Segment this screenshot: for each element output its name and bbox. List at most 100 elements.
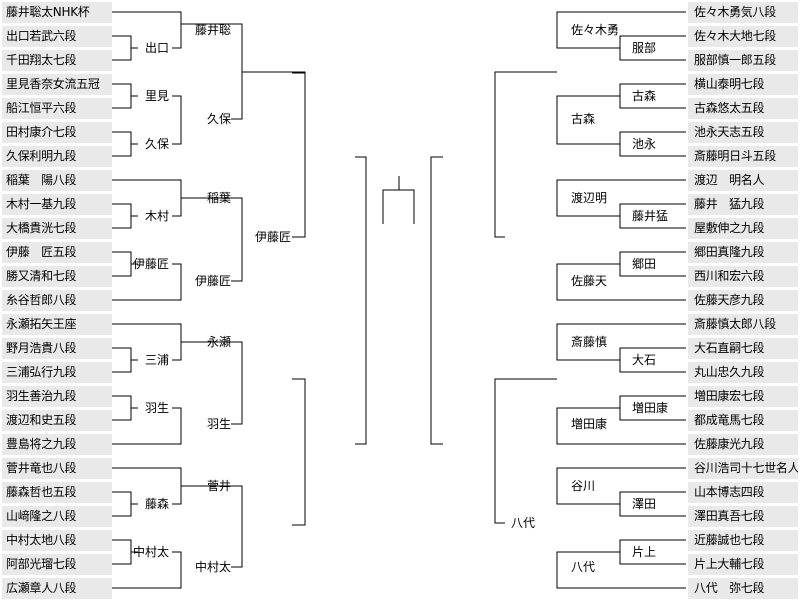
bracket-line [556, 407, 686, 445]
left-player-slot: 船江恒平六段 [2, 98, 112, 119]
match-winner: 八代 [511, 516, 536, 530]
left-player-slot: 勝又清和七段 [2, 266, 112, 287]
left-player-slot: 田村康介七段 [2, 122, 112, 143]
bracket-line [112, 539, 132, 565]
bracket-line [112, 83, 132, 109]
left-player-slot: 出口若武六段 [2, 26, 112, 47]
match-winner: 里見 [144, 89, 169, 103]
bracket-line [556, 263, 686, 301]
match-winner: 池永 [632, 137, 657, 151]
match-winner: 久保 [144, 137, 169, 151]
bracket-line [112, 491, 132, 517]
left-player-slot: 藤井聡太NHK杯 [2, 2, 112, 23]
right-player-slot: 郷田真隆九段 [688, 242, 798, 263]
match-winner: 増田康 [571, 417, 608, 431]
match-winner: 久保 [206, 112, 231, 126]
match-winner: 羽生 [144, 401, 169, 415]
left-player-slot: 三浦弘行九段 [2, 362, 112, 383]
left-player-slot: 永瀬拓矢王座 [2, 314, 112, 335]
right-player-slot: 佐々木勇気八段 [688, 2, 798, 23]
right-player-slot: 屋敷伸之九段 [688, 218, 798, 239]
left-player-slot: 羽生善治九段 [2, 386, 112, 407]
match-winner: 服部 [632, 41, 657, 55]
left-player-slot: 里見香奈女流五冠 [2, 74, 112, 95]
left-player-slot: 千田翔太七段 [2, 50, 112, 71]
bracket-line [172, 95, 182, 145]
bracket-line [556, 11, 686, 49]
match-winner: 永瀬 [206, 335, 231, 349]
left-player-slot: 木村一基九段 [2, 194, 112, 215]
match-winner: 渡辺明 [571, 191, 608, 205]
match-winner: 伊藤匠 [254, 230, 291, 244]
right-player-slot: 片上大輔七段 [688, 554, 798, 575]
right-player-slot: 渡辺 明名人 [688, 170, 798, 191]
left-player-slot: 久保利明九段 [2, 146, 112, 167]
left-player-slot: 山﨑隆之八段 [2, 506, 112, 527]
left-player-slot: 阿部光瑠七段 [2, 554, 112, 575]
left-player-slot: 広瀬章人八段 [2, 578, 112, 599]
match-winner: 出口 [144, 41, 169, 55]
right-player-slot: 丸山忠久九段 [688, 362, 798, 383]
right-player-slot: 近藤誠也七段 [688, 530, 798, 551]
bracket-line [112, 347, 132, 373]
bracket-line [494, 378, 557, 524]
match-winner: 藤井聡 [194, 23, 231, 37]
bracket-line [181, 485, 243, 568]
bracket-line [181, 23, 243, 120]
match-winner: 大石 [632, 353, 657, 367]
bracket-line [112, 203, 132, 229]
match-winner: 伊藤匠 [194, 274, 231, 288]
right-player-slot: 谷川浩司十七世名人 [688, 458, 798, 479]
right-player-slot: 斎藤慎太郎八段 [688, 314, 798, 335]
match-winner: 中村太 [132, 545, 169, 559]
left-player-slot: 渡辺和史五段 [2, 410, 112, 431]
bracket-line [112, 131, 132, 157]
right-player-slot: 池永天志五段 [688, 122, 798, 143]
bracket-line [556, 95, 620, 145]
left-player-slot: 豊島将之九段 [2, 434, 112, 455]
bracket-line [112, 407, 182, 445]
right-player-slot: 都成竜馬七段 [688, 410, 798, 431]
match-winner: 中村太 [194, 560, 231, 574]
match-winner: 三浦 [144, 353, 169, 367]
match-winner: 古森 [632, 89, 657, 103]
left-player-slot: 稲葉 陽八段 [2, 170, 112, 191]
bracket-line [181, 197, 243, 282]
match-winner: 片上 [632, 545, 657, 559]
left-player-slot: 中村太地八段 [2, 530, 112, 551]
bracket-line [556, 467, 686, 505]
match-winner: 増田康 [632, 401, 669, 415]
bracket-line [355, 156, 367, 445]
right-player-slot: 八代 弥七段 [688, 578, 798, 599]
right-player-slot: 澤田真吾七段 [688, 506, 798, 527]
match-winner: 佐々木勇 [571, 23, 620, 37]
right-player-slot: 斎藤明日斗五段 [688, 146, 798, 167]
bracket-line [494, 71, 557, 238]
bracket-line [382, 189, 415, 224]
match-winner: 澤田 [632, 497, 657, 511]
bracket-line [430, 156, 443, 445]
match-winner: 郷田 [632, 257, 657, 271]
match-winner: 谷川 [571, 479, 596, 493]
right-player-slot: 大石直嗣七段 [688, 338, 798, 359]
match-winner: 木村 [144, 209, 169, 223]
right-player-slot: 古森悠太五段 [688, 98, 798, 119]
left-player-slot: 大橋貴洸七段 [2, 218, 112, 239]
bracket-line [292, 378, 306, 526]
bracket-line [112, 395, 132, 421]
left-player-slot: 糸谷哲郎八段 [2, 290, 112, 311]
match-winner: 古森 [571, 112, 596, 126]
match-winner: 羽生 [206, 417, 231, 431]
bracket-line [112, 263, 182, 301]
right-player-slot: 藤井 猛九段 [688, 194, 798, 215]
right-player-slot: 佐藤康光九段 [688, 434, 798, 455]
match-winner: 斎藤慎 [571, 335, 608, 349]
left-player-slot: 藤森哲也五段 [2, 482, 112, 503]
left-player-slot: 伊藤 匠五段 [2, 242, 112, 263]
left-player-slot: 菅井竜也八段 [2, 458, 112, 479]
match-winner: 稲葉 [206, 191, 231, 205]
bracket-line [556, 551, 686, 589]
bracket-line [242, 71, 306, 238]
